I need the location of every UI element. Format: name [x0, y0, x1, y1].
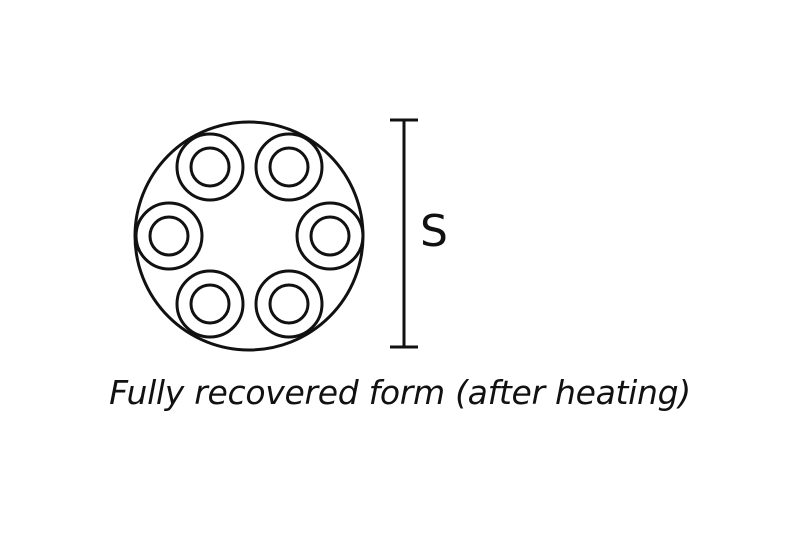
outer-circle: [133, 120, 365, 352]
ring-left: [134, 201, 204, 271]
diagram-caption: Fully recovered form (after heating): [109, 373, 691, 412]
ring-top-left: [175, 132, 245, 202]
ring-right: [295, 201, 365, 271]
scale-bar: [390, 118, 418, 349]
ring-bottom-left: [175, 269, 245, 339]
ring-bottom-right: [254, 269, 324, 339]
dimension-label-s: S: [420, 206, 448, 257]
ring-top-right: [254, 132, 324, 202]
